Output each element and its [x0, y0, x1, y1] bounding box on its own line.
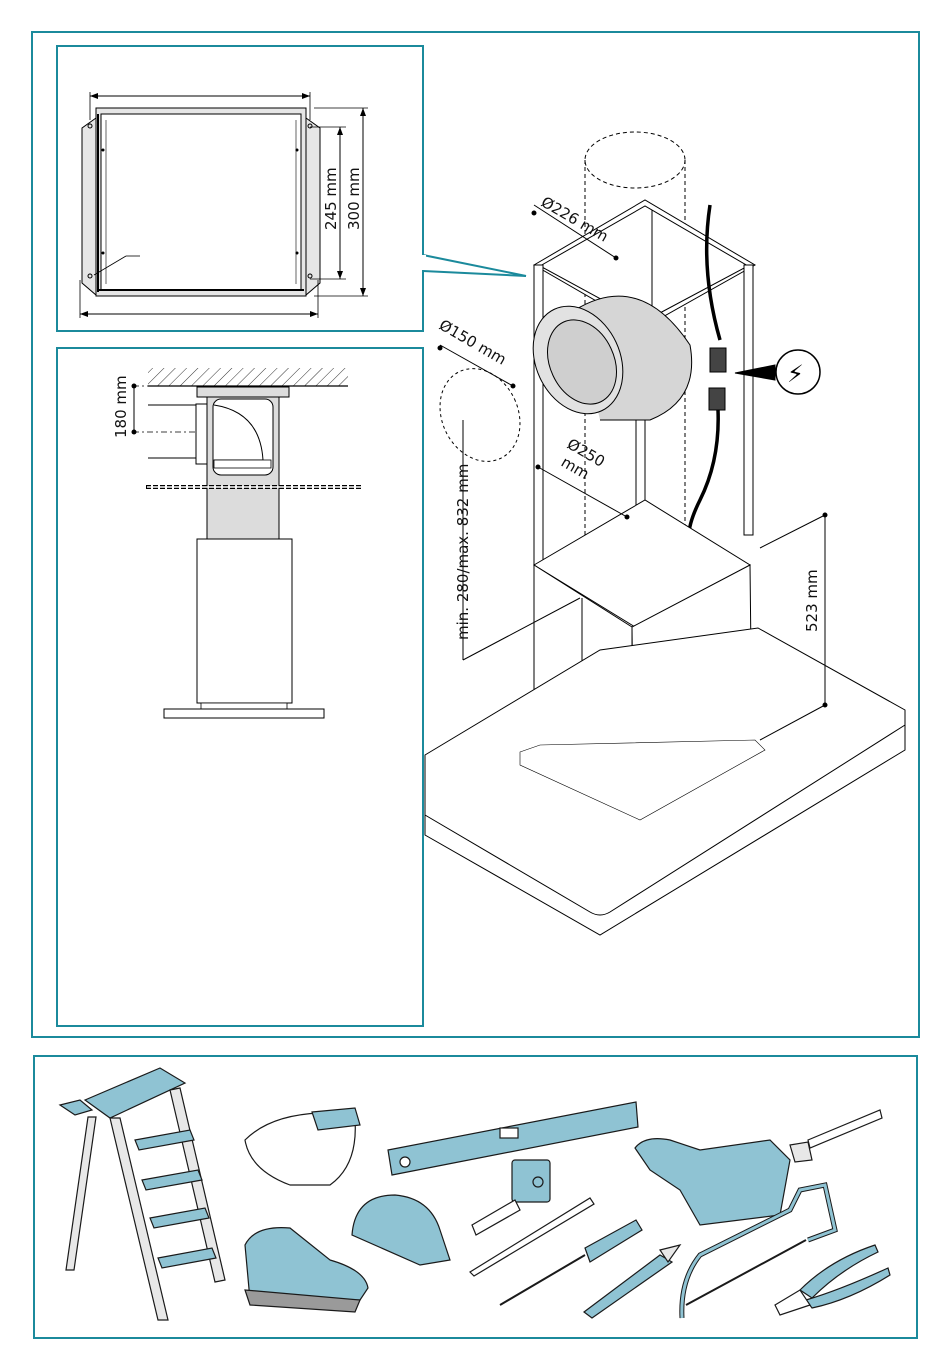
screwdriver-icon: [499, 1219, 643, 1306]
spirit-level-icon: [387, 1101, 639, 1176]
dimension-label-d150: Ø150 mm: [436, 316, 509, 369]
drill-bit-icon: [807, 1109, 883, 1149]
electric-drill-icon: [634, 1138, 813, 1226]
cooker-hood-isometric: [424, 131, 906, 936]
dimension-label-min-max: min. 280/max. 832 mm: [454, 464, 472, 640]
callout-connector: [420, 253, 527, 277]
pencil-icon: [469, 1197, 595, 1277]
tools-panel: [33, 1055, 918, 1339]
dimension-label-300: 300 mm: [345, 167, 363, 230]
dimension-label-d226: Ø226 mm: [538, 193, 611, 246]
hard-hat-icon: [351, 1194, 451, 1266]
dimension-label-180: 180 mm: [112, 375, 130, 438]
lightning-bolt-icon: ⚡: [787, 360, 804, 388]
ceiling-bracket-drawing: [79, 92, 368, 318]
hacksaw-icon: [679, 1182, 838, 1319]
utility-knife-icon: [583, 1244, 682, 1319]
dimension-label-523: 523 mm: [803, 569, 821, 632]
main-diagram-frame: [31, 31, 920, 1038]
ceiling-bracket-detail-panel: [56, 45, 424, 332]
work-gloves-icon: [244, 1107, 361, 1186]
step-ladder-icon: [58, 1067, 226, 1321]
side-view-panel: [56, 347, 424, 1027]
side-cutters-icon: [774, 1244, 891, 1316]
tape-measure-icon: [471, 1159, 551, 1236]
dimension-label-245: 245 mm: [322, 167, 340, 230]
safety-boots-icon: [244, 1227, 369, 1313]
side-view-drawing: [131, 368, 363, 719]
